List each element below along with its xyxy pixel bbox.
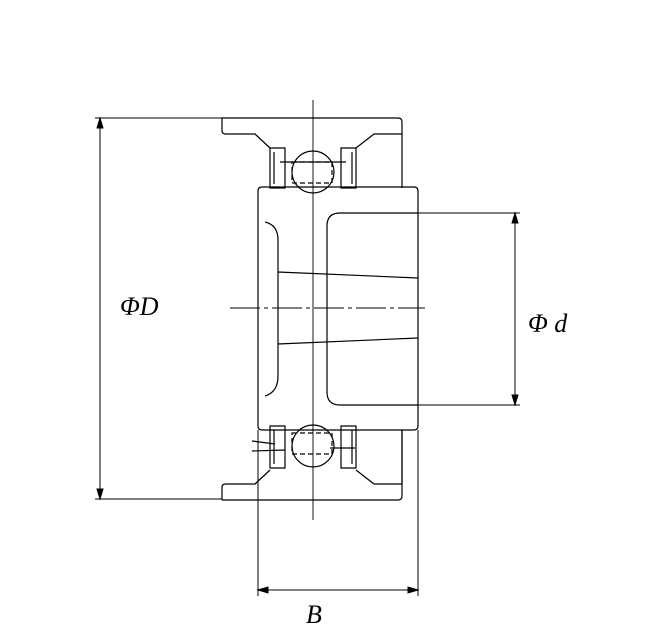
bore bbox=[326, 212, 418, 406]
inner-ring bbox=[257, 186, 419, 431]
ball-bottom bbox=[251, 424, 357, 469]
bore-diameter-label: Φ d bbox=[528, 309, 568, 338]
width-label: B bbox=[306, 600, 322, 629]
ball-top bbox=[269, 147, 357, 194]
housing-top bbox=[221, 117, 403, 188]
dimension-outer-diameter bbox=[95, 116, 222, 501]
groove bbox=[264, 221, 279, 397]
dimension-width bbox=[256, 430, 420, 596]
dimension-bore-diameter bbox=[418, 211, 520, 407]
outer-diameter-label: ΦD bbox=[120, 292, 159, 321]
housing-bottom bbox=[221, 430, 403, 501]
